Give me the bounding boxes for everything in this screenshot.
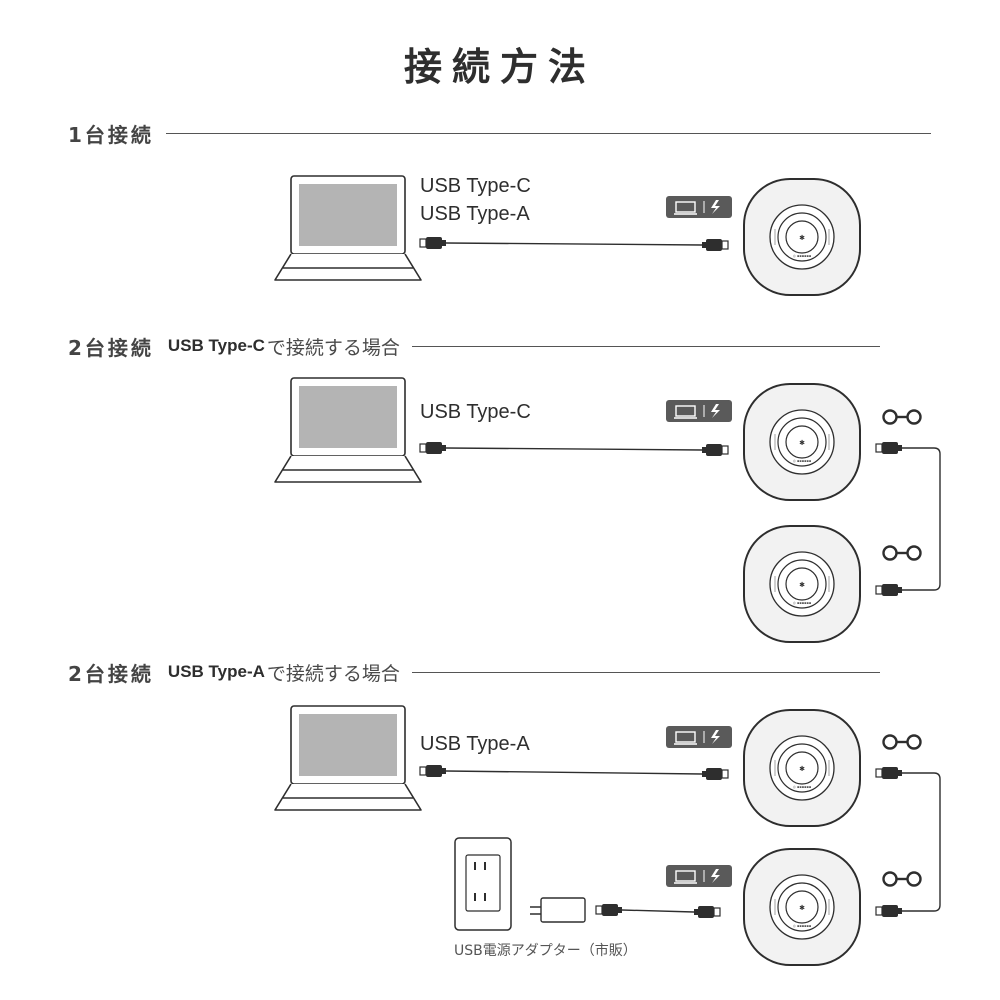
link-cable bbox=[902, 447, 941, 591]
section-title-suffix: で接続する場合 bbox=[266, 336, 400, 359]
wall-outlet-icon bbox=[454, 837, 512, 931]
chain-link-icon bbox=[882, 734, 922, 750]
cable-label-typea: USB Type-A bbox=[420, 733, 530, 755]
usb-plug-icon bbox=[875, 441, 903, 455]
laptop-icon bbox=[274, 175, 422, 281]
section-divider bbox=[411, 345, 880, 347]
pc-charge-badge-icon bbox=[665, 725, 733, 749]
section-heading-dual-typec: 2台接続 USB Type-C で接続する場合 bbox=[68, 331, 880, 361]
section-title: 2台接続 bbox=[68, 335, 154, 360]
usb-cable bbox=[445, 770, 703, 775]
speakerphone-icon bbox=[743, 525, 861, 643]
pc-charge-badge-icon bbox=[665, 195, 733, 219]
chain-link-icon bbox=[882, 545, 922, 561]
laptop-icon bbox=[274, 377, 422, 483]
usb-cable bbox=[445, 447, 703, 451]
usb-plug-icon bbox=[875, 766, 903, 780]
usb-cable bbox=[445, 242, 703, 246]
usb-plug-icon bbox=[693, 905, 721, 919]
usb-plug-icon bbox=[419, 236, 447, 250]
section-title: 1台接続 bbox=[68, 122, 154, 147]
speakerphone-icon bbox=[743, 178, 861, 296]
laptop-icon bbox=[274, 705, 422, 811]
chain-link-icon bbox=[882, 409, 922, 425]
adapter-label: USB電源アダプター（市販） bbox=[454, 943, 637, 959]
speakerphone-icon bbox=[743, 848, 861, 966]
section-heading-dual-typea: 2台接続 USB Type-A で接続する場合 bbox=[68, 657, 880, 687]
pc-charge-badge-icon bbox=[665, 399, 733, 423]
usb-plug-icon bbox=[875, 904, 903, 918]
usb-plug-icon bbox=[701, 238, 729, 252]
section-title: 2台接続 bbox=[68, 661, 154, 686]
usb-plug-icon bbox=[701, 767, 729, 781]
section-heading-single: 1台接続 bbox=[68, 118, 931, 148]
speakerphone-icon bbox=[743, 709, 861, 827]
link-cable bbox=[902, 772, 941, 912]
section-connector-type: USB Type-A bbox=[167, 662, 265, 681]
section-title-suffix: で接続する場合 bbox=[266, 662, 400, 685]
usb-plug-icon bbox=[701, 443, 729, 457]
page-title: 接続方法 bbox=[403, 45, 596, 89]
cable-label-typec: USB Type-C bbox=[420, 401, 531, 423]
usb-plug-icon bbox=[419, 764, 447, 778]
speakerphone-icon bbox=[743, 383, 861, 501]
power-cable bbox=[621, 909, 695, 913]
cable-label-typea: USB Type-A bbox=[420, 203, 530, 225]
power-adapter-icon bbox=[530, 897, 586, 923]
usb-plug-icon bbox=[595, 903, 623, 917]
pc-charge-badge-icon bbox=[665, 864, 733, 888]
chain-link-icon bbox=[882, 871, 922, 887]
section-divider bbox=[411, 671, 880, 673]
usb-plug-icon bbox=[875, 583, 903, 597]
usb-plug-icon bbox=[419, 441, 447, 455]
section-divider bbox=[165, 132, 931, 134]
cable-label-typec: USB Type-C bbox=[420, 175, 531, 197]
section-connector-type: USB Type-C bbox=[167, 336, 265, 355]
